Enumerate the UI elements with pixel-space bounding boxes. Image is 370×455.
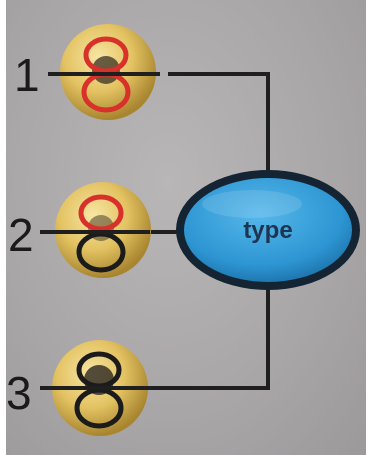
indicator-number-3: 3 — [6, 367, 32, 419]
type-button-label: type — [243, 217, 292, 244]
indicator-top-loop — [83, 36, 129, 74]
indicator-3 — [40, 340, 150, 436]
indicator-1 — [48, 24, 160, 120]
indicator-number-2: 2 — [8, 209, 34, 261]
type-button-face — [184, 178, 352, 282]
connector-line-top — [168, 72, 270, 172]
type-button-highlight — [202, 190, 302, 218]
indicator-top-loop — [78, 194, 124, 232]
type-button[interactable]: type — [176, 170, 360, 290]
connector-line-bottom — [150, 288, 270, 390]
indicator-number-1: 1 — [14, 49, 40, 101]
indicator-2 — [40, 182, 151, 278]
